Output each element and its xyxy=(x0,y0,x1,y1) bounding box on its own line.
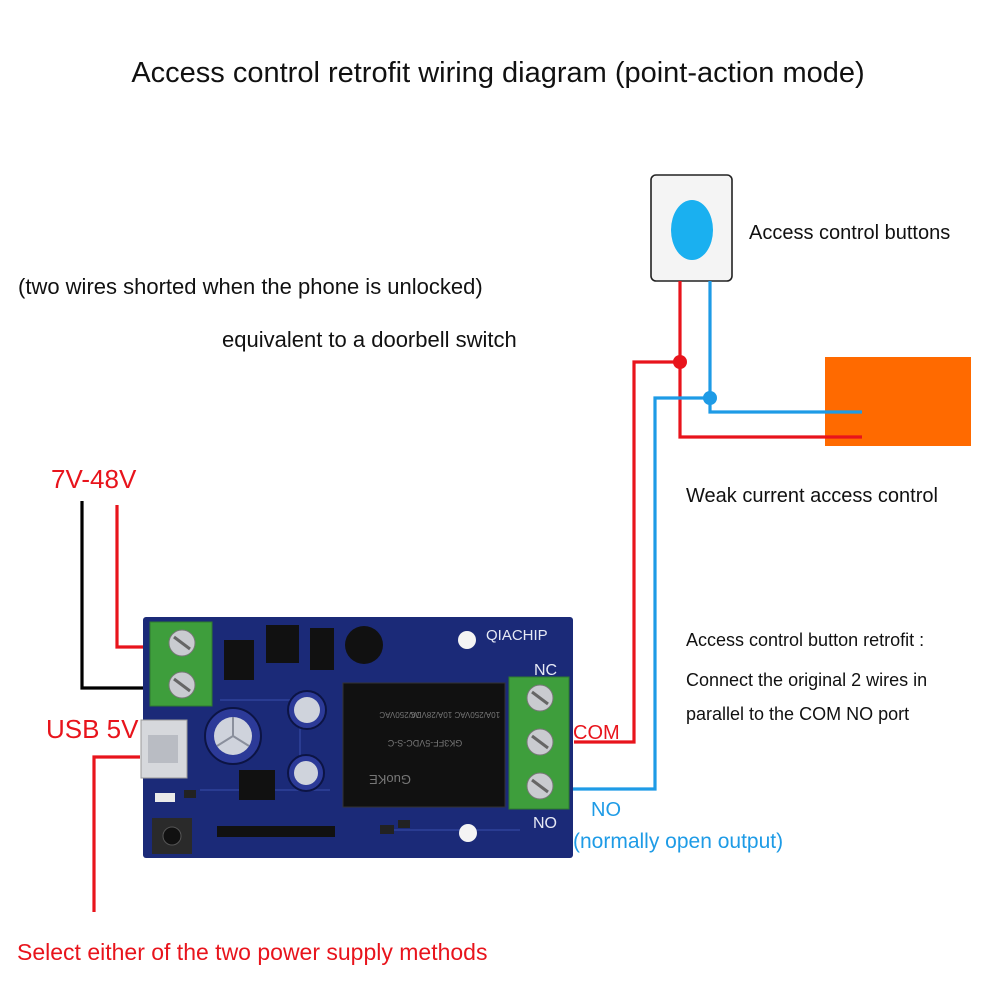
board-nc-label: NC xyxy=(534,662,557,679)
retrofit-line-3: parallel to the COM NO port xyxy=(686,704,909,724)
capacitor xyxy=(287,754,325,792)
usb-port xyxy=(140,719,188,779)
tact-switch xyxy=(152,818,192,854)
access-control-button xyxy=(650,174,733,282)
board-brand: QIACHIP xyxy=(486,627,548,644)
mount-hole xyxy=(459,824,477,842)
board-no-label: NO xyxy=(533,815,557,832)
relay-board: QIACHIP NC NO GK3FF-5VDC-S-C GuoKE 10A/2 xyxy=(140,617,573,858)
red-wires xyxy=(92,281,862,912)
buttons-label: Access control buttons xyxy=(749,222,950,244)
chip xyxy=(266,625,299,663)
capacitor xyxy=(204,707,262,765)
chip xyxy=(310,628,334,670)
retrofit-line-2: Connect the original 2 wires in xyxy=(686,670,927,690)
retrofit-line-1: Access control button retrofit : xyxy=(686,630,924,650)
blue-wires xyxy=(570,281,862,791)
no-label: NO xyxy=(591,799,621,821)
relay: GK3FF-5VDC-S-C GuoKE 10A/250VAC 10A/28VD… xyxy=(342,682,506,808)
chip xyxy=(224,640,254,680)
usb-label: USB 5V xyxy=(46,714,139,744)
access-controller-box xyxy=(825,357,971,446)
relay-model: GK3FF-5VDC-S-C xyxy=(387,738,462,748)
relay-terminal-block xyxy=(508,676,570,810)
blue-junction xyxy=(703,391,717,405)
chip xyxy=(239,770,275,800)
mount-hole xyxy=(458,631,476,649)
black-wire xyxy=(80,501,150,690)
com-label: COM xyxy=(573,722,620,744)
power-selection-note: Select either of the two power supply me… xyxy=(17,939,487,965)
doorbell-note: equivalent to a doorbell switch xyxy=(222,327,517,352)
relay-brand: GuoKE xyxy=(369,772,411,787)
button-dot xyxy=(671,200,713,260)
relay-rating: 10A/250VAC 10A/28VDC xyxy=(410,710,500,719)
smd-part xyxy=(380,825,394,834)
capacitor xyxy=(287,690,327,730)
diagram-title: Access control retrofit wiring diagram (… xyxy=(131,57,864,89)
led xyxy=(155,793,175,802)
smd-part xyxy=(398,820,410,828)
smd-part xyxy=(184,790,196,798)
red-junction xyxy=(673,355,687,369)
power-terminal-block xyxy=(149,621,213,707)
inductor xyxy=(345,626,383,664)
relay-rating-2: 7A/250VAC xyxy=(379,710,420,719)
weak-current-label: Weak current access control xyxy=(686,485,938,507)
voltage-label: 7V-48V xyxy=(51,464,137,494)
chip xyxy=(217,826,335,837)
no-description: (normally open output) xyxy=(573,830,783,853)
shorted-note: (two wires shorted when the phone is unl… xyxy=(18,274,483,299)
